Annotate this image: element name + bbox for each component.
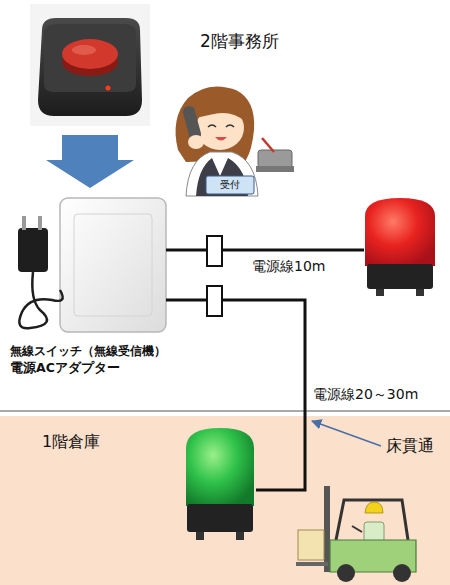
wire-connector: [207, 236, 222, 266]
forklift: [296, 486, 416, 582]
mouth: [215, 137, 227, 141]
wire-connector: [207, 286, 222, 316]
lamp-dome: [365, 198, 435, 266]
lamp-dome: [186, 428, 254, 506]
green-lamp: [186, 428, 254, 540]
pen: [262, 138, 274, 152]
steering: [352, 526, 362, 532]
cargo: [298, 530, 324, 560]
shirt: [186, 152, 258, 196]
reception-sign: [206, 176, 254, 194]
pointer-arrow: [312, 421, 381, 446]
push-button: [30, 4, 150, 126]
receiver-panel: [74, 214, 152, 316]
callout-text: 床貫通: [386, 436, 434, 455]
label-box: 床貫通: [386, 436, 434, 457]
plug-pin: [22, 216, 26, 230]
label-box: 2階事務所: [200, 30, 279, 53]
warehouse-band: 1階倉庫: [0, 416, 450, 585]
adapter-body: [18, 228, 48, 272]
receiver-case: [60, 198, 166, 332]
photo-ground: [30, 4, 150, 126]
wheel: [337, 564, 355, 582]
sign-text: 受付: [220, 179, 240, 190]
receiver-box: 無線スイッチ（無線受信機）電源ACアダプター: [6, 196, 178, 376]
lamp-foot: [416, 289, 424, 296]
lamp-foot: [236, 532, 244, 540]
button-base: [38, 18, 142, 116]
label-box: 電源線20～30m: [313, 386, 418, 404]
wheel: [393, 564, 411, 582]
fork: [296, 562, 328, 566]
helmet: [365, 502, 383, 513]
label-box: 電源線10m: [252, 258, 325, 276]
floor-ground: [0, 416, 450, 585]
lamp-base: [187, 504, 253, 532]
receiver: [18, 198, 166, 332]
mast: [324, 486, 330, 572]
eye: [226, 125, 234, 127]
driver-body: [364, 522, 384, 542]
hand: [188, 135, 204, 149]
node-text: 無線スイッチ（無線受信機）: [10, 344, 178, 360]
button-top: [44, 24, 136, 92]
desk: [256, 166, 294, 172]
wire: [166, 249, 364, 252]
hair: [176, 86, 255, 162]
phone-base: [258, 150, 292, 168]
wire-label: 電源線10m: [252, 258, 325, 274]
floor-line: [0, 410, 450, 411]
plug-pin: [38, 216, 42, 230]
floor-label: 2階事務所: [200, 31, 279, 51]
node-text: 電源ACアダプター: [10, 360, 178, 376]
wire-label: 電源線20～30m: [313, 386, 418, 402]
flow-arrow: [46, 135, 134, 188]
button-shine: [72, 45, 96, 55]
red-lamp: [365, 198, 435, 296]
lamp-base: [367, 264, 433, 289]
lamp-foot: [196, 532, 204, 540]
label-box: 受付: [206, 176, 254, 194]
button-cap: [62, 39, 118, 69]
eye: [208, 125, 216, 127]
led: [106, 86, 111, 91]
bangs: [196, 99, 246, 122]
lamp-foot: [376, 289, 384, 296]
receptionist: [176, 86, 294, 196]
adapter-cable: [19, 272, 62, 328]
